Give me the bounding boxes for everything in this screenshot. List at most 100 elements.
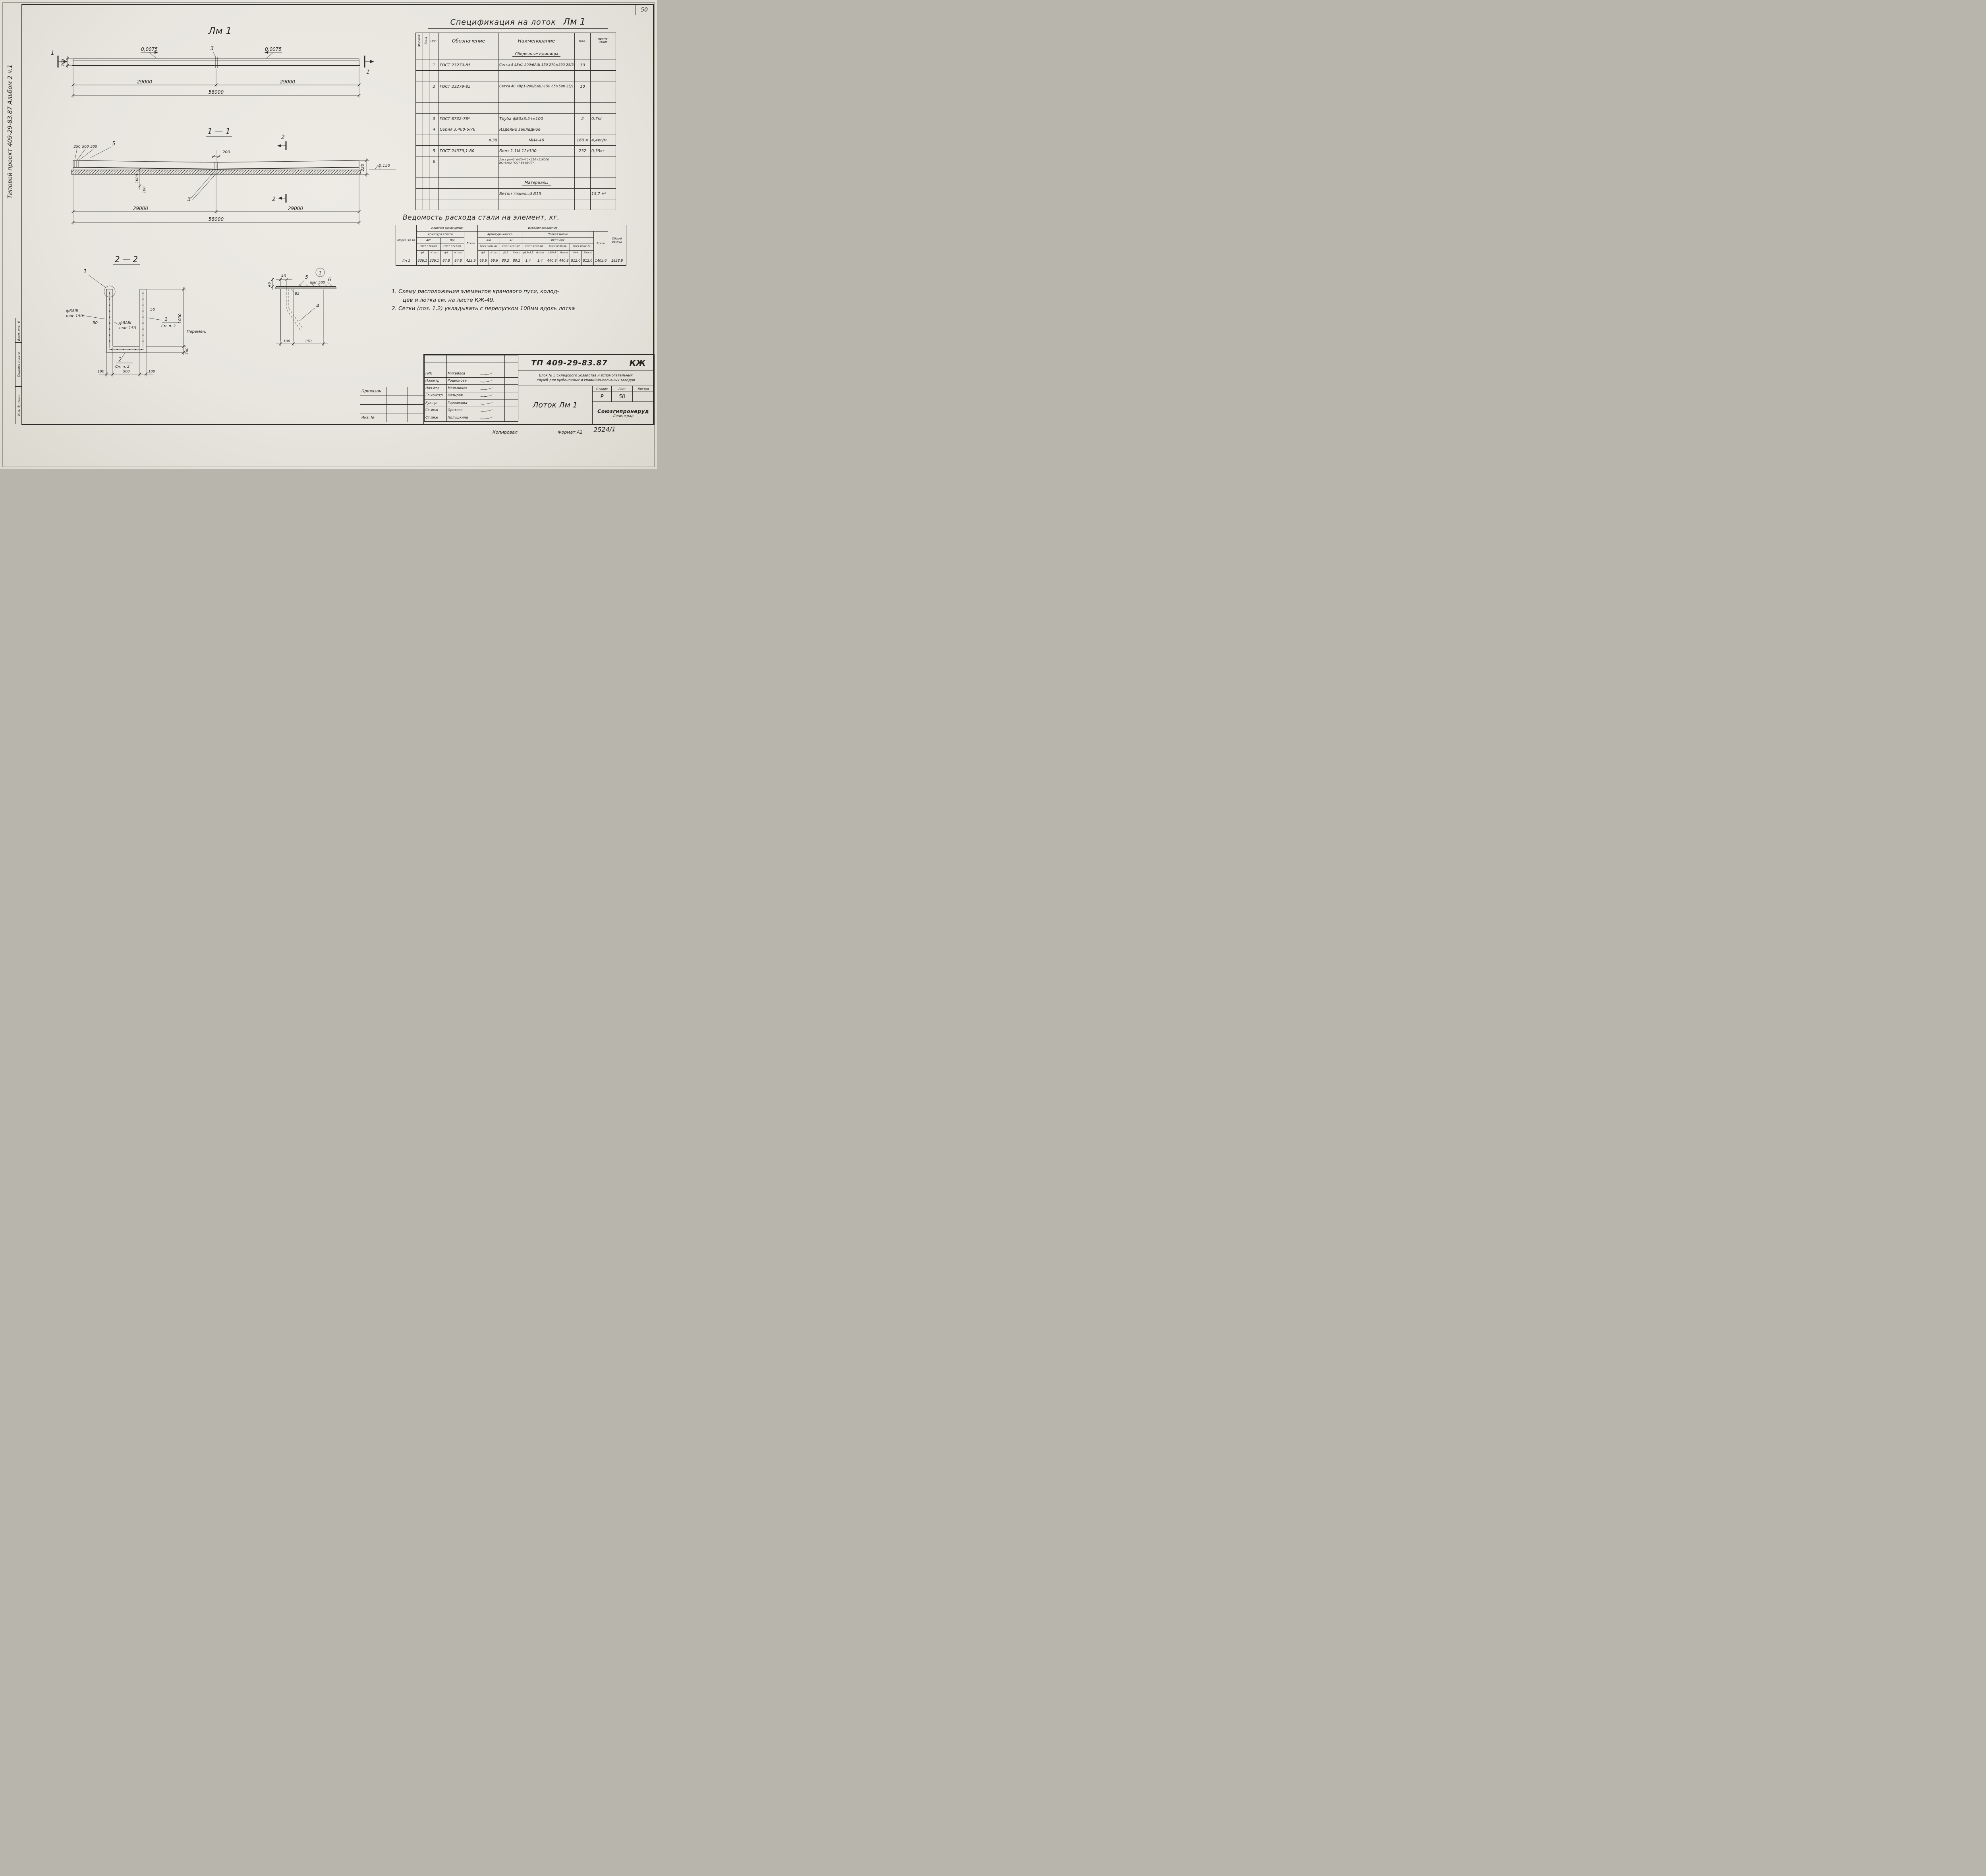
spec-row-designation: ГОСТ 23279-85 xyxy=(439,81,498,92)
spec-row-pos: 3 xyxy=(429,113,439,124)
spec-row-name: Сетка 4С 4Вр1-200/6АШ-150 65×590 25/125 xyxy=(498,81,575,92)
steel-value: 812,0 xyxy=(582,256,594,266)
stage-label: Стадия xyxy=(593,386,612,392)
corner-detail: 40 40 5 шаг 500 6 1 В3 4 xyxy=(267,268,336,346)
pos-4-label: 4 xyxy=(316,303,319,309)
dim-250: 250 xyxy=(73,145,80,149)
object-line-2: служб для щебеночных и гравийно-песчаных… xyxy=(537,378,635,382)
steel-table-title: Ведомость расхода стали на элемент, кг. xyxy=(403,214,560,222)
mesh-inner-line1: ф6АIII xyxy=(119,321,131,325)
mesh-left-line2: шаг 150 xyxy=(66,314,83,318)
callout-2-note: См. п. 2 xyxy=(115,365,129,369)
steel-value: 812,0 xyxy=(570,256,582,266)
dim-29000-right: 29000 xyxy=(288,206,303,211)
steel-value: 69,6 xyxy=(477,256,489,266)
mesh-note-left: ф6АIII шаг 150 xyxy=(66,309,107,320)
height-dimension-700: 700 xyxy=(61,56,73,68)
dim-1000: 1000 xyxy=(178,313,182,323)
slope-annotation-left: 0,0075 xyxy=(141,46,158,59)
copied-label: Копировал xyxy=(493,430,518,435)
specification-table: Формат Зона Поз. Обозначение Наименовани… xyxy=(415,33,616,210)
dim-100: 100 xyxy=(143,186,147,193)
callout-2-label: 2 xyxy=(118,357,122,363)
channel-outline xyxy=(106,289,147,353)
steel-header-class-b: Арматура класса xyxy=(477,231,522,238)
center-joint: 200 xyxy=(212,150,230,179)
pos-6-label: 6 xyxy=(328,277,331,282)
spec-row-pos: 2 xyxy=(429,81,439,92)
steel-header-vr1: ВрI xyxy=(440,237,464,243)
attached-label: Привязан xyxy=(360,387,386,396)
spec-header-name: Наименование xyxy=(498,33,575,49)
detail-dim-40-top: 40 xyxy=(276,274,292,286)
role-name: Орехова xyxy=(446,406,480,414)
steel-itogo: Итого xyxy=(489,250,500,256)
signature xyxy=(480,399,505,407)
dim-29000-left: 29000 xyxy=(137,79,153,85)
margin-box-podpis-label: Подпись и дата xyxy=(17,352,21,377)
steel-dia: ф12 xyxy=(500,250,511,256)
steel-value: 69,6 xyxy=(489,256,500,266)
steel-gost: ГОСТ 6727-80 xyxy=(440,243,464,251)
role-label: Нач.отд xyxy=(424,384,447,392)
reference-scribble: 2524/1 xyxy=(593,425,616,434)
sheets-label: Листов xyxy=(633,386,654,392)
spec-row-pos: 1 xyxy=(429,60,439,71)
spec-row-designation: Серия 3.400-6/76 xyxy=(439,124,498,135)
dim-200: 200 xyxy=(222,150,230,154)
steel-header-vst: ВСт3 кп2 xyxy=(522,237,594,243)
spec-row-name: Изделие закладное xyxy=(498,124,575,135)
section-1-1-view: 1 — 1 250 500 500 5 200 xyxy=(71,127,396,225)
length-dimensions: 29000 29000 58000 xyxy=(71,67,361,98)
detail-dim-40-side: 40 xyxy=(267,278,274,290)
pos-3-label: 3 xyxy=(187,197,191,203)
attached-block: Привязан Инв. № xyxy=(360,387,424,422)
dim-500a: 500 xyxy=(82,145,89,149)
steel-value: 336,1 xyxy=(428,256,440,266)
role-name: Мельников xyxy=(446,384,480,392)
signature xyxy=(480,414,505,422)
pos-5-label: 5 xyxy=(305,274,308,280)
beam-outline xyxy=(72,57,360,68)
steel-itogo: Итого xyxy=(511,250,522,256)
steel-dia: ф8 xyxy=(477,250,489,256)
object-line-1: Блок № 3 складского хозяйства и вспомога… xyxy=(539,374,633,378)
dim-100-right: 100 xyxy=(148,370,155,374)
cut-2-bottom-label: 2 xyxy=(272,196,276,203)
level-mark: -0,150 xyxy=(377,164,390,168)
callout-1-label: 1 xyxy=(164,317,168,322)
role-label: Ст.инж xyxy=(424,406,447,414)
steel-sheet: δ=4 xyxy=(570,250,582,256)
signature xyxy=(480,370,505,378)
end-bars: 250 500 500 5 xyxy=(73,141,115,167)
steel-gost: ГОСТ 8568-77 xyxy=(570,243,594,251)
mesh-inner-line2: шаг 150 xyxy=(119,326,136,330)
position-3-callout: 3 xyxy=(211,46,216,58)
left-vertical-dims: 1000 100 xyxy=(135,168,147,193)
spec-row-qty: 232 xyxy=(574,145,591,156)
role-name: Родионова xyxy=(446,377,480,385)
steel-value: 423,9 xyxy=(464,256,478,266)
section-2-2-title: 2 — 2 xyxy=(115,255,138,264)
spec-row-qty: 2 xyxy=(574,113,591,124)
sheet-value: 50 xyxy=(612,392,633,402)
spec-row-designation: ГОСТ 23279-85 xyxy=(439,60,498,71)
spec-row-note xyxy=(590,60,616,71)
organization-name: Союзгипронеруд xyxy=(597,408,649,414)
step-500-note: шаг 500 xyxy=(310,281,325,285)
inventory-label: Инв. № xyxy=(360,413,386,422)
steel-header-embed: Изделия закладные xyxy=(477,225,608,232)
spec-row-name: Болт 1.1М 12х300 xyxy=(498,145,575,156)
spec-row-name: МИ4-46 xyxy=(498,135,575,146)
role-name: Горошкова xyxy=(446,399,480,407)
steel-gost: ГОСТ 8732-78 xyxy=(522,243,546,251)
detail-mark-label: 1 xyxy=(83,268,87,275)
steel-header-reinf: Изделия арматурные xyxy=(416,225,478,232)
steel-itogo: Итого xyxy=(452,250,464,256)
title-block: ГИП Михайлов Н.контр Родионова Нач.отд М… xyxy=(423,354,655,425)
steel-gost: ГОСТ 5781-82 xyxy=(416,243,440,251)
detail-circle-label: 1 xyxy=(319,270,322,276)
detail-circle-callout: 1 xyxy=(83,268,116,297)
steel-gost: ГОСТ 8509-86 xyxy=(546,243,570,251)
steel-header-grand-total: Общий расход xyxy=(608,225,626,256)
